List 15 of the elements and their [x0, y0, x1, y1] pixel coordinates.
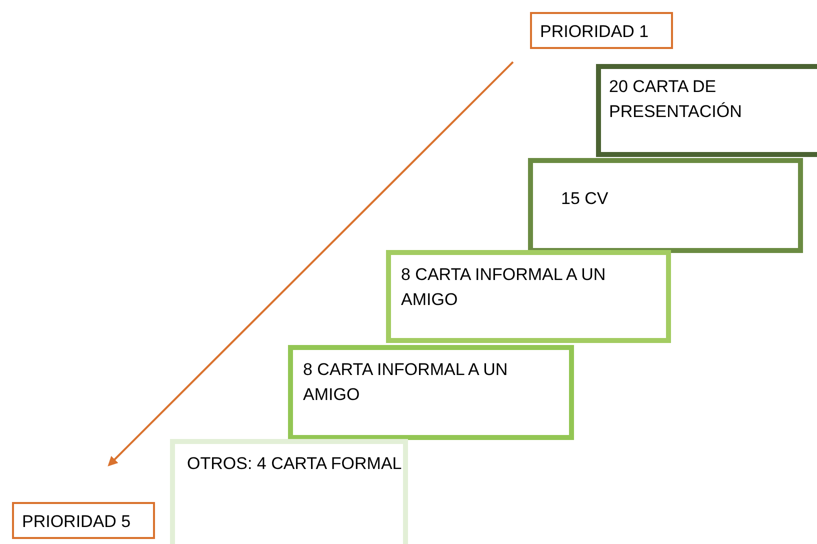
step-box	[170, 439, 408, 544]
box-label: PRIORIDAD 1	[540, 21, 650, 43]
box-label: 15 CV	[561, 188, 610, 210]
step-box	[528, 158, 803, 253]
box-label: OTROS: 4 CARTA FORMAL	[187, 453, 402, 475]
box-label: PRIORIDAD 5	[22, 511, 132, 533]
priority-label-box	[530, 12, 673, 49]
arrow	[108, 61, 514, 466]
box-label: 20 CARTA DE PRESENTACIÓN	[609, 76, 743, 123]
priority-label-box	[12, 502, 155, 539]
step-box	[288, 345, 574, 440]
step-box	[596, 64, 817, 157]
box-label: 8 CARTA INFORMAL A UN AMIGO	[303, 359, 509, 406]
step-box	[386, 250, 671, 343]
box-label: 8 CARTA INFORMAL A UN AMIGO	[401, 264, 607, 311]
